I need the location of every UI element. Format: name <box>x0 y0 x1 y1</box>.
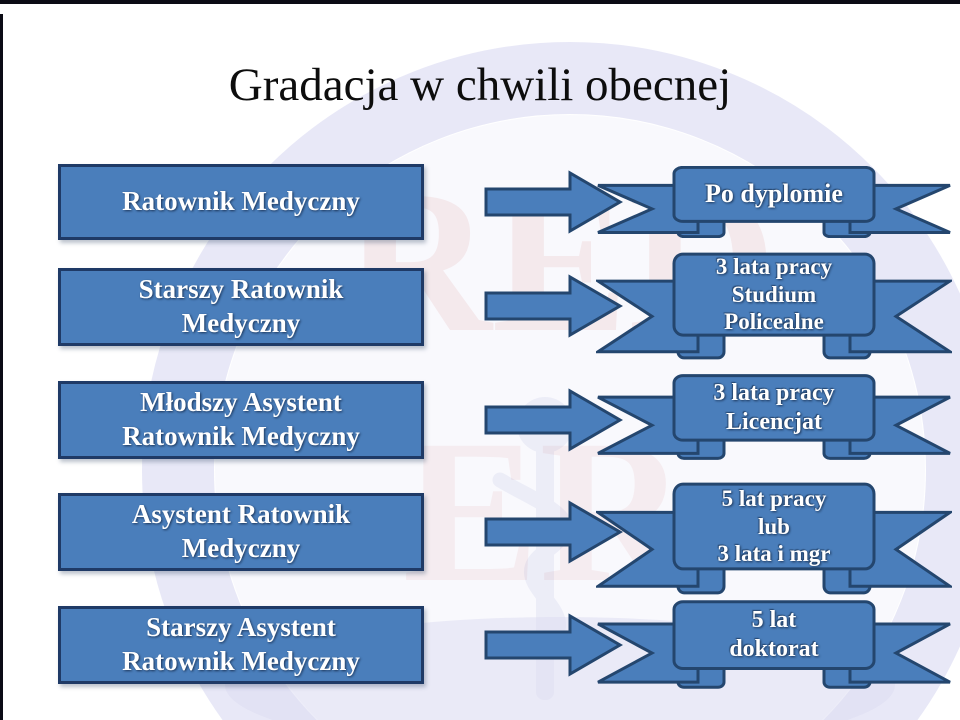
text-line: Medyczny <box>181 308 301 338</box>
requirement-ribbon: Po dyplomie <box>596 166 952 238</box>
text-line: Starszy Ratownik <box>138 274 344 305</box>
text-line: Po dyplomie <box>705 178 843 208</box>
text-line: Ratownik Medyczny <box>122 186 360 217</box>
role-box: Ratownik Medyczny <box>58 164 424 240</box>
text-line: Ratownik Medyczny <box>122 646 360 676</box>
text-line: Licencjat <box>726 408 822 435</box>
text-line: 3 lata i mgr <box>717 540 831 566</box>
top-edge-bar <box>0 0 960 4</box>
text-line: Medyczny <box>181 533 301 563</box>
text-line: 5 lat pracy <box>721 486 827 512</box>
text-line: Starszy Asystent <box>146 612 336 643</box>
text-line: 3 lata pracy <box>713 380 835 407</box>
text-line: doktorat <box>729 635 819 662</box>
text-line: lub <box>757 513 790 539</box>
role-box-label: Ratownik Medyczny <box>122 185 360 219</box>
text-line: Policealne <box>724 308 824 334</box>
requirement-label: Po dyplomie <box>671 167 877 222</box>
text-line: 3 lata pracy <box>715 254 833 280</box>
text-line: Asystent Ratownik <box>131 499 351 530</box>
text-line: 5 lat <box>751 607 797 634</box>
text-line: Studium <box>731 281 817 307</box>
text-line: Młodszy Asystent <box>140 387 342 418</box>
left-edge-line <box>0 14 3 720</box>
slide-title: Gradacja w chwili obecnej <box>228 59 732 111</box>
text-line: Ratownik Medyczny <box>122 421 360 451</box>
